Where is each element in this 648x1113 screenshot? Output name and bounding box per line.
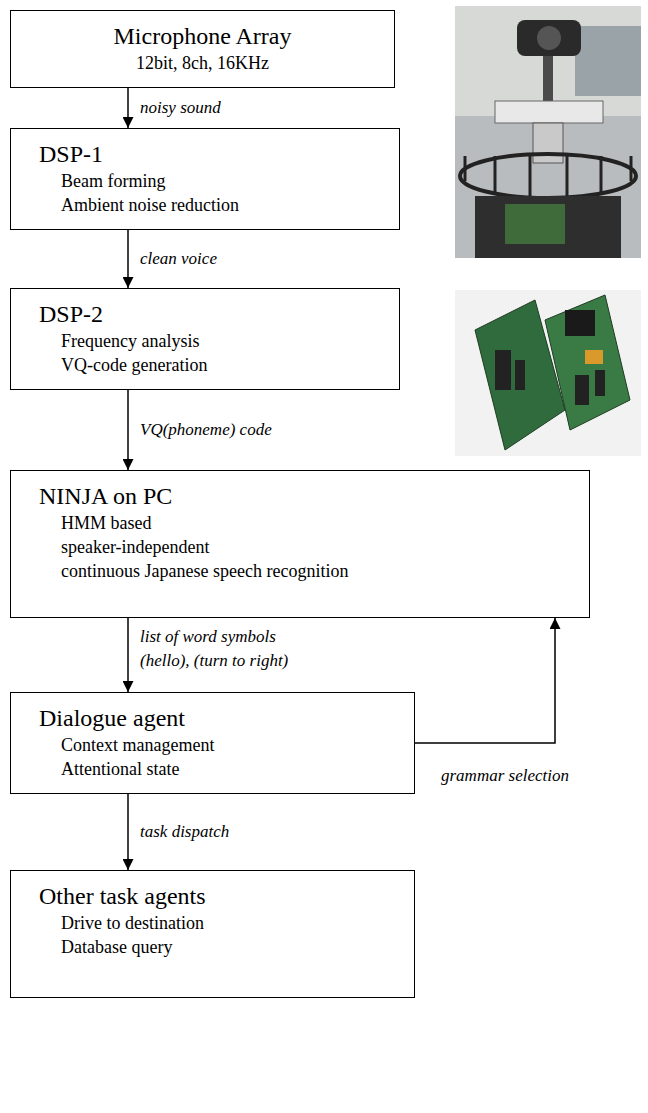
edge-label: clean voice (138, 248, 219, 270)
keyboard-panel (495, 101, 603, 123)
flow-arrow (127, 230, 129, 288)
robot-photo (455, 6, 641, 258)
edge-label: task dispatch (138, 821, 231, 843)
chip-row (495, 350, 605, 405)
dsp-board-photo (455, 290, 641, 456)
robot-base (475, 196, 621, 258)
flow-arrow (127, 390, 129, 470)
box-title: DSP-1 (25, 139, 385, 169)
box-title: DSP-2 (25, 299, 385, 329)
camera-head (517, 20, 581, 56)
box-item: speaker-independent (25, 535, 575, 559)
box-title: Other task agents (25, 881, 400, 911)
chip (585, 350, 603, 364)
camera-lens (537, 26, 561, 50)
edge-label: list of word symbols (138, 626, 278, 648)
circuit-board (545, 295, 630, 430)
process-box: NINJA on PCHMM basedspeaker-independentc… (10, 470, 590, 618)
box-item: Drive to destination (25, 911, 400, 935)
microphone-posts (465, 156, 631, 198)
box-item: continuous Japanese speech recognition (25, 559, 575, 583)
process-box: Dialogue agentContext managementAttentio… (10, 692, 415, 794)
photo-window (575, 26, 641, 96)
flow-arrow (127, 794, 129, 870)
process-box: DSP-2Frequency analysisVQ-code generatio… (10, 288, 400, 390)
box-title: NINJA on PC (25, 481, 575, 511)
mast-base (533, 123, 563, 163)
robot-circuit (505, 204, 565, 244)
box-title: Dialogue agent (25, 703, 400, 733)
photo-ground (455, 6, 641, 258)
process-box: DSP-1Beam formingAmbient noise reduction (10, 128, 400, 230)
flow-arrow (127, 618, 129, 692)
box-item: Attentional state (25, 757, 400, 781)
edge-label: VQ(phoneme) code (138, 419, 274, 441)
box-item: Database query (25, 935, 400, 959)
edge-label: grammar selection (439, 765, 571, 787)
microphone-ring (460, 154, 636, 198)
example-label: (hello), (turn to right) (138, 650, 290, 672)
flow-arrow (415, 618, 555, 743)
box-item: HMM based (25, 511, 575, 535)
process-box: Other task agentsDrive to destinationDat… (10, 870, 415, 998)
photo-ground (455, 290, 641, 456)
connector-block (565, 310, 595, 336)
process-box: Microphone Array12bit, 8ch, 16KHz (10, 10, 395, 88)
box-item: VQ-code generation (25, 353, 385, 377)
box-item: Ambient noise reduction (25, 193, 385, 217)
box-item: 12bit, 8ch, 16KHz (25, 51, 380, 75)
flow-arrow (127, 88, 129, 128)
edge-label: noisy sound (138, 97, 223, 119)
box-item: Frequency analysis (25, 329, 385, 353)
box-item: Context management (25, 733, 400, 757)
box-item: Beam forming (25, 169, 385, 193)
box-title: Microphone Array (25, 21, 380, 51)
